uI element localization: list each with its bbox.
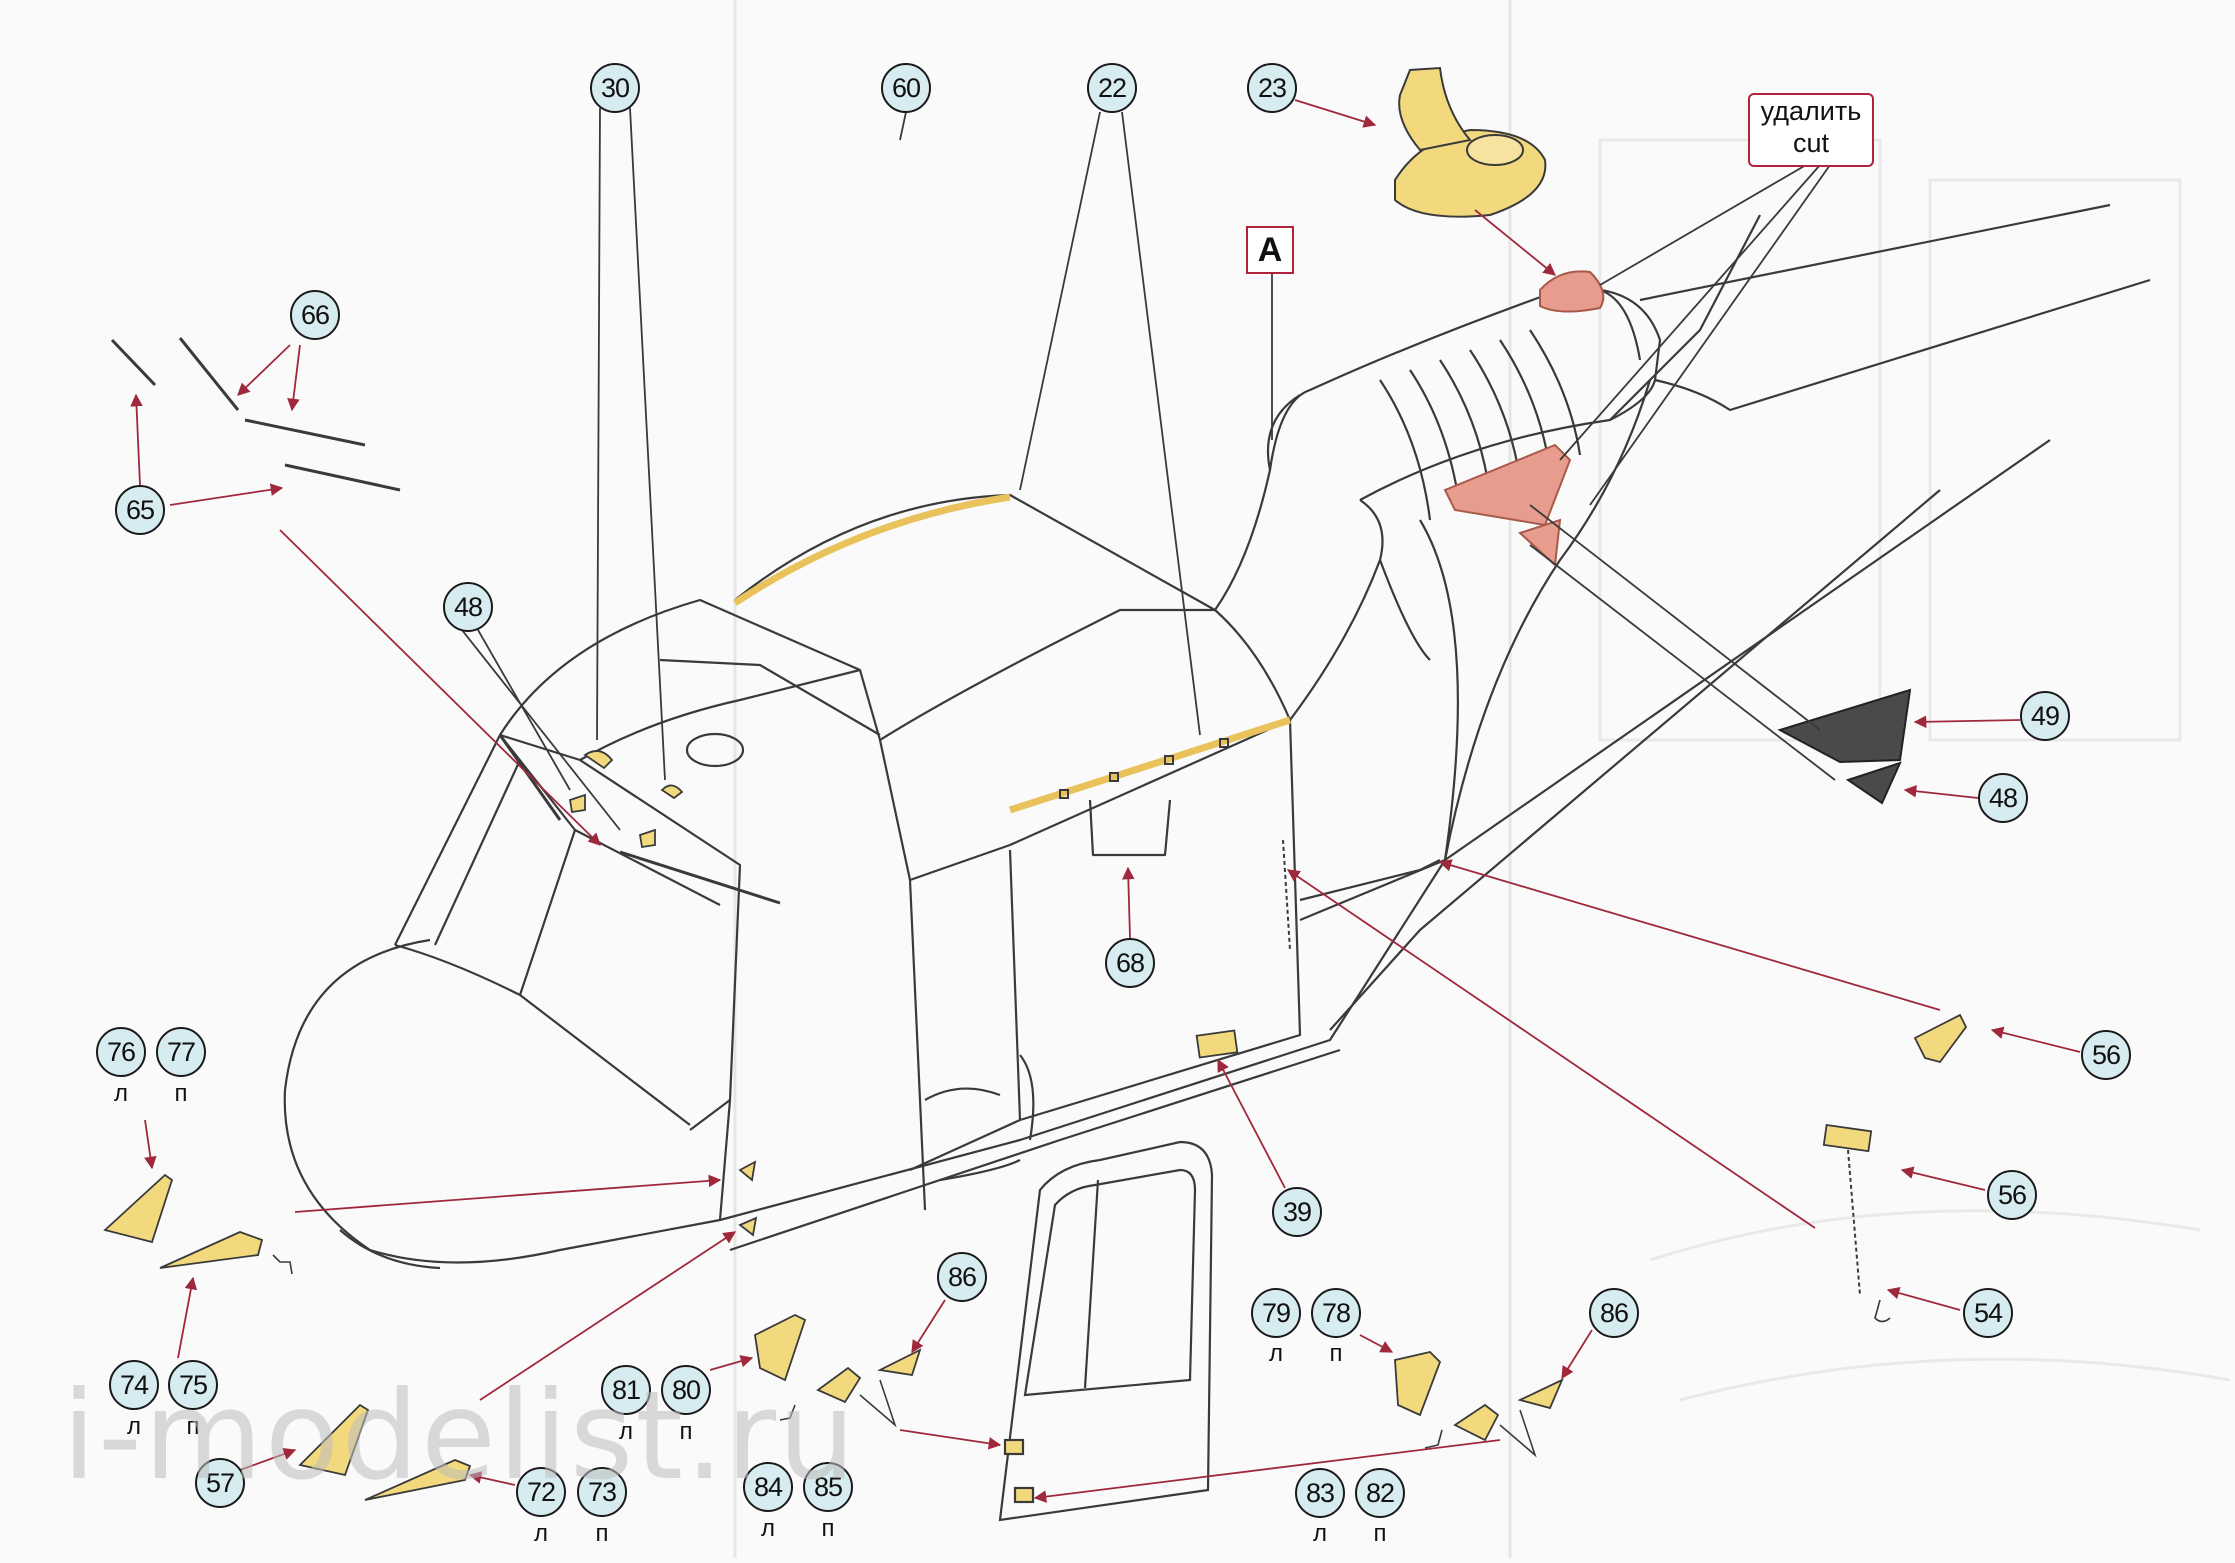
- view-label-a: A: [1246, 226, 1294, 274]
- callout-85: 85: [803, 1462, 853, 1512]
- side-mark: л: [533, 1520, 549, 1547]
- side-mark: л: [126, 1413, 142, 1440]
- photo-etch-parts: [103, 750, 1968, 1501]
- callout-86: 86: [937, 1252, 987, 1302]
- paper-fold-lines: [733, 0, 1512, 1558]
- callout-60: 60: [881, 63, 931, 113]
- callout-83: 83: [1295, 1468, 1345, 1518]
- callout-73: 73: [577, 1467, 627, 1517]
- callout-74: 74: [109, 1360, 159, 1410]
- wiper-parts: [110, 337, 781, 905]
- leader-lines-dark: [461, 107, 1836, 831]
- callout-66: 66: [290, 290, 340, 340]
- part-23-cover: [1394, 66, 1547, 218]
- side-mark: п: [821, 1515, 835, 1542]
- side-mark: л: [760, 1515, 776, 1542]
- door-panel: [998, 1140, 1214, 1522]
- side-mark: п: [1373, 1520, 1387, 1547]
- callout-77: 77: [156, 1027, 206, 1077]
- callout-82: 82: [1355, 1468, 1405, 1518]
- callout-84: 84: [743, 1462, 793, 1512]
- callout-56: 56: [2081, 1030, 2131, 1080]
- callout-39: 39: [1272, 1187, 1322, 1237]
- callout-49: 49: [2020, 691, 2070, 741]
- callout-30: 30: [590, 63, 640, 113]
- callout-72: 72: [516, 1467, 566, 1517]
- side-mark: п: [1329, 1340, 1343, 1367]
- side-mark: л: [1312, 1520, 1328, 1547]
- side-mark: п: [186, 1413, 200, 1440]
- small-hardware: [272, 1254, 1891, 1458]
- side-mark: п: [679, 1418, 693, 1445]
- cut-note-en: cut: [1792, 128, 1830, 158]
- cut-zones: [1443, 270, 1605, 568]
- callout-79: 79: [1251, 1288, 1301, 1338]
- cut-note: удалить cut: [1748, 93, 1874, 167]
- side-mark: п: [595, 1520, 609, 1547]
- etched-strips: [733, 493, 1292, 814]
- side-mark: п: [174, 1080, 188, 1107]
- callout-86: 86: [1589, 1288, 1639, 1338]
- callout-48: 48: [1978, 773, 2028, 823]
- fuselage-outline: [283, 203, 2151, 1270]
- callout-80: 80: [661, 1365, 711, 1415]
- callout-78: 78: [1311, 1288, 1361, 1338]
- mesh-parts: [1777, 688, 1912, 805]
- cut-note-ru: удалить: [1760, 96, 1862, 126]
- callout-68: 68: [1105, 938, 1155, 988]
- side-mark: л: [1268, 1340, 1284, 1367]
- leader-lines-red: [130, 99, 2081, 1503]
- watermark: i-modelist.ru: [62, 1365, 858, 1507]
- callout-48: 48: [443, 582, 493, 632]
- callout-75: 75: [168, 1360, 218, 1410]
- bleed-through-shapes: [1598, 138, 2231, 1402]
- chain-54: [1282, 839, 1861, 1296]
- callout-56: 56: [1987, 1170, 2037, 1220]
- side-mark: л: [618, 1418, 634, 1445]
- strip-tabs: [1059, 738, 1229, 799]
- callout-23: 23: [1247, 63, 1297, 113]
- callout-76: 76: [96, 1027, 146, 1077]
- callout-65: 65: [115, 485, 165, 535]
- side-mark: л: [113, 1080, 129, 1107]
- callout-81: 81: [601, 1365, 651, 1415]
- callout-22: 22: [1087, 63, 1137, 113]
- callout-57: 57: [195, 1458, 245, 1508]
- callout-54: 54: [1963, 1288, 2013, 1338]
